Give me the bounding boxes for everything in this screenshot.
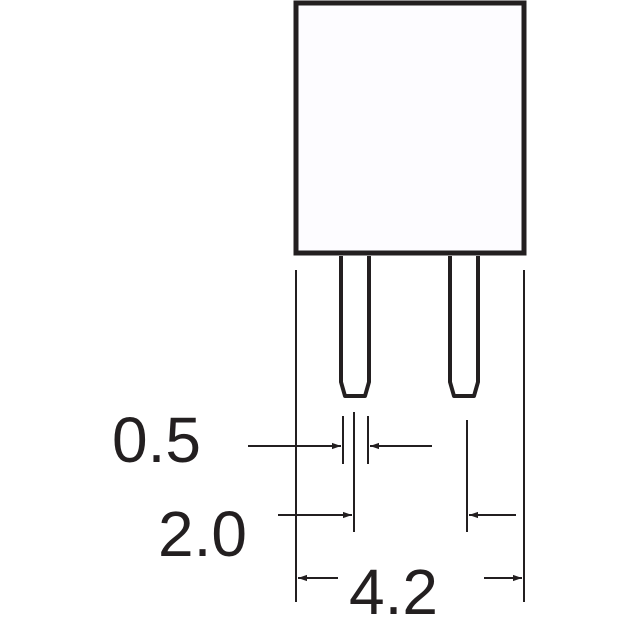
left-pin xyxy=(339,256,371,398)
component-body xyxy=(293,0,527,256)
pin-width-label: 0.5 xyxy=(112,404,201,476)
pin-offset-label: 2.0 xyxy=(158,498,247,570)
overall-width-label: 4.2 xyxy=(349,556,438,628)
right-pin xyxy=(448,256,480,398)
